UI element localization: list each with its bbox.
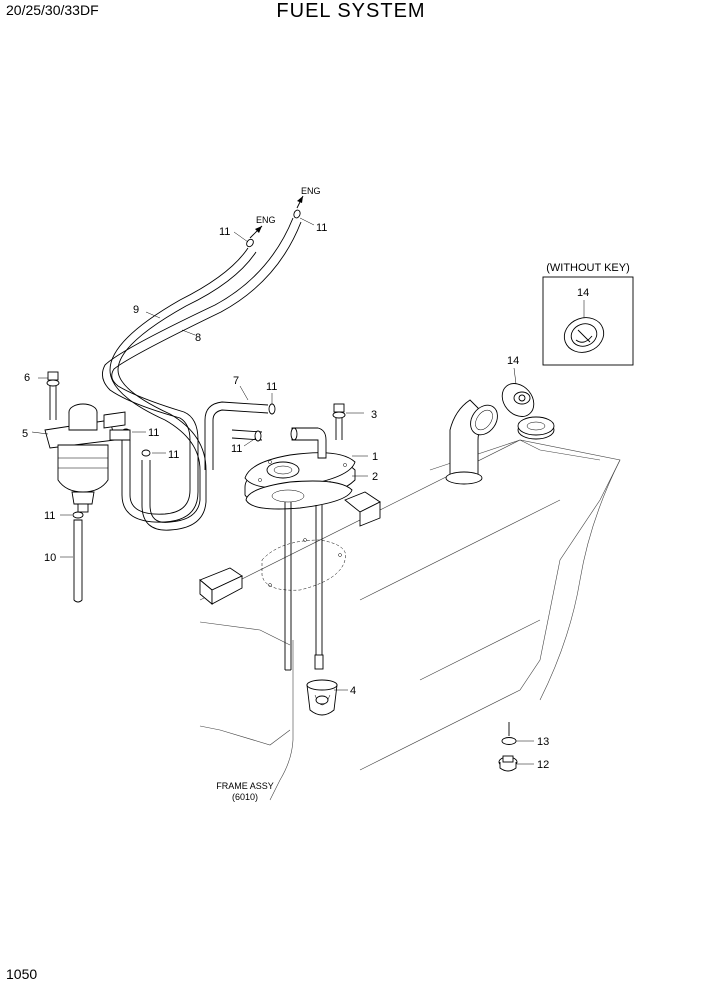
sender-gasket — [245, 480, 353, 510]
inset-without-key: (WITHOUT KEY) — [542, 262, 634, 366]
model-code: 20/25/30/33DF — [6, 2, 99, 18]
callout-14: 14 — [577, 287, 589, 299]
tank-mounting-pad-right — [344, 491, 381, 527]
callout-11: 11 — [231, 443, 242, 455]
frame-assy-code: (6010) — [232, 792, 258, 802]
callout-13: 13 — [537, 736, 549, 748]
inset-caption: (WITHOUT KEY) — [546, 262, 630, 274]
tank-mounting-pad-left — [199, 567, 243, 605]
sender-pickup-tubes — [284, 502, 324, 671]
fuel-filter-assembly — [44, 403, 131, 513]
drain-plug — [498, 755, 518, 772]
filler-neck — [445, 399, 498, 485]
page-title: FUEL SYSTEM — [276, 0, 426, 22]
callout-1: 1 — [372, 451, 378, 463]
callout-11: 11 — [168, 449, 179, 461]
frame-assy-label: FRAME ASSY — [216, 781, 274, 791]
filter-inlet-pipe — [73, 519, 83, 603]
callout-6: 6 — [24, 372, 30, 384]
callout-labels: 11 11 9 8 6 7 11 3 5 11 11 1 11 2 11 10 … — [22, 222, 589, 771]
callout-7: 7 — [233, 375, 239, 387]
suction-strainer — [306, 679, 338, 716]
eng-arrow-icon — [249, 195, 304, 239]
callout-10: 10 — [44, 552, 56, 564]
callout-9: 9 — [133, 304, 139, 316]
callout-11: 11 — [266, 381, 277, 393]
filter-bolt — [46, 371, 60, 420]
callout-8: 8 — [195, 332, 201, 344]
sender-return-stub — [290, 427, 327, 459]
callout-12: 12 — [537, 759, 549, 771]
callout-11: 11 — [148, 427, 159, 439]
fuel-cap — [501, 383, 535, 417]
drain-o-ring — [501, 737, 517, 745]
fuel-hose-8 — [109, 247, 257, 531]
callout-11: 11 — [316, 222, 327, 234]
eng-label: ENG — [301, 186, 321, 196]
sender-bolt — [332, 403, 346, 440]
callout-11: 11 — [219, 226, 230, 238]
fuel-hose-9 — [101, 217, 302, 523]
callout-5: 5 — [22, 428, 28, 440]
breather-boss — [517, 416, 555, 440]
callout-leaders — [31, 217, 585, 765]
callout-14: 14 — [507, 355, 519, 367]
sender-opening-outline — [261, 538, 346, 591]
callout-11: 11 — [44, 510, 55, 522]
callout-2: 2 — [372, 471, 378, 483]
callout-4: 4 — [350, 685, 356, 697]
page-number: 1050 — [6, 966, 38, 982]
eng-label: ENG — [256, 215, 276, 225]
callout-3: 3 — [371, 409, 377, 421]
